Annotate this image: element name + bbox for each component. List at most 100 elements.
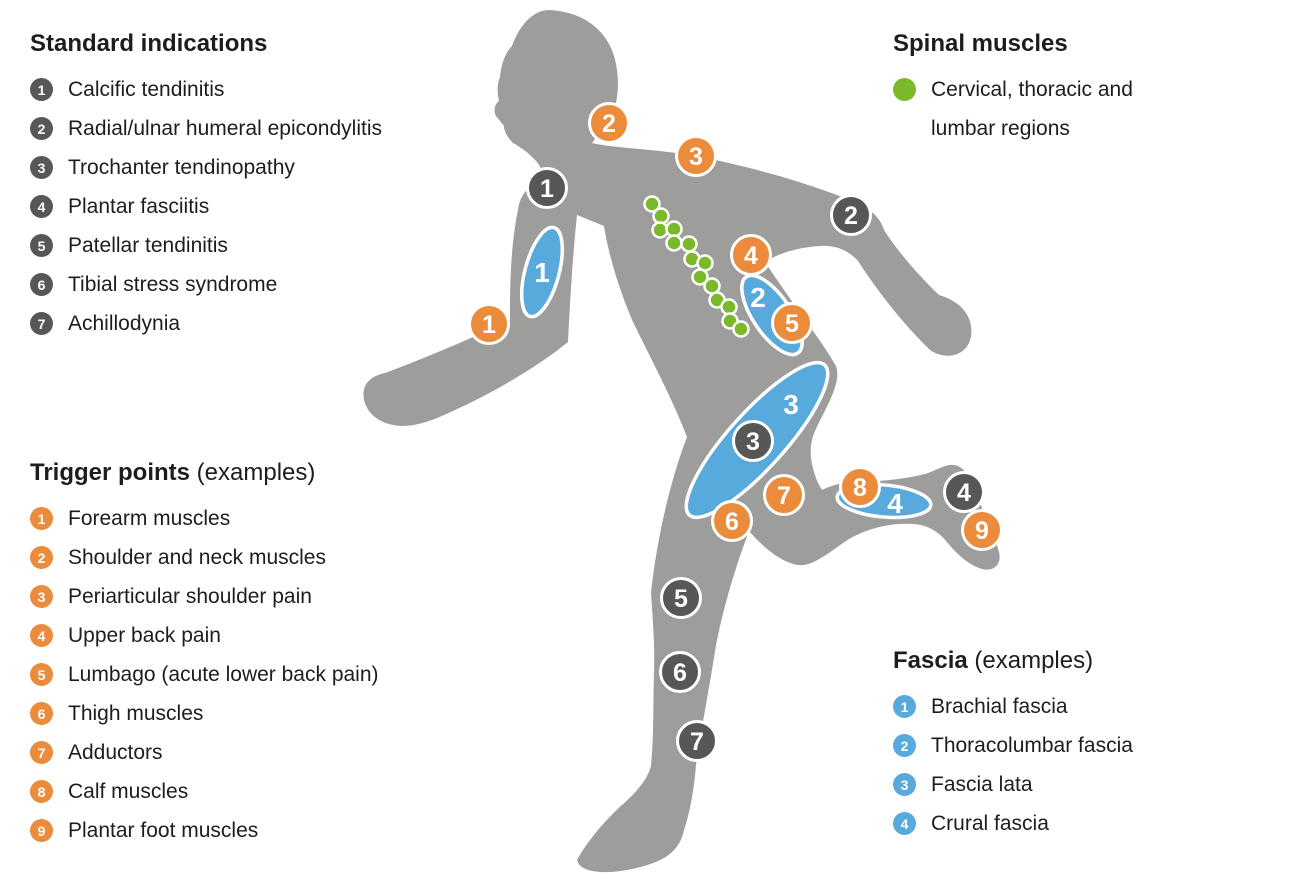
legend-item-label: Patellar tendinitis xyxy=(68,233,228,257)
indication-marker-label-3: 3 xyxy=(746,428,760,456)
legend-item-number: 5 xyxy=(30,234,53,257)
trigger-marker-5 xyxy=(771,302,813,344)
legend-heading-spinal-muscles: Spinal muscles xyxy=(893,30,1133,58)
legend-item-label: Adductors xyxy=(68,740,163,764)
indication-marker-label-4: 4 xyxy=(957,479,971,507)
legend-item-number: 1 xyxy=(30,507,53,530)
trigger-marker-4 xyxy=(730,234,772,276)
legend-item: 4 Crural fascia xyxy=(893,804,1133,843)
legend-item-number: 3 xyxy=(893,773,916,796)
trigger-marker-label-3: 3 xyxy=(689,143,703,171)
legend-item-label: Brachial fascia xyxy=(931,694,1068,718)
legend-item: 5 Lumbago (acute lower back pain) xyxy=(30,655,379,694)
legend-item-label: Achillodynia xyxy=(68,311,181,335)
heading-bold-text: Fascia xyxy=(893,647,968,674)
fascia-ellipse-label-3: 3 xyxy=(783,389,799,420)
legend-item-label: Thoracolumbar fascia xyxy=(931,733,1133,757)
legend-item-label: Shoulder and neck muscles xyxy=(68,545,326,569)
legend-item-number: 1 xyxy=(893,695,916,718)
trigger-marker-1 xyxy=(468,303,510,345)
indication-marker-1 xyxy=(526,167,568,209)
indication-marker-3 xyxy=(732,420,774,462)
spinal-dot xyxy=(665,234,683,252)
indication-marker-4 xyxy=(943,471,985,513)
legend-item-label: Lumbago (acute lower back pain) xyxy=(68,662,379,686)
indication-marker-label-6: 6 xyxy=(673,659,687,687)
legend-item-label: Periarticular shoulder pain xyxy=(68,584,312,608)
trigger-marker-label-8: 8 xyxy=(853,474,867,502)
legend-item-label: Calf muscles xyxy=(68,779,189,803)
legend-item-number: 2 xyxy=(893,734,916,757)
spinal-dot-bullet xyxy=(893,78,916,101)
legend-item: 4 Plantar fasciitis xyxy=(30,187,382,226)
legend-item: 1 Brachial fascia xyxy=(893,687,1133,726)
legend-item-number: 5 xyxy=(30,663,53,686)
legend-item-number: 4 xyxy=(30,195,53,218)
legend-item-number: 7 xyxy=(30,741,53,764)
trigger-marker-3 xyxy=(675,135,717,177)
trigger-marker-label-7: 7 xyxy=(777,482,791,510)
trigger-marker-label-1: 1 xyxy=(482,311,496,339)
legend-item-number: 3 xyxy=(30,156,53,179)
legend-heading-fascia: Fascia (examples) xyxy=(893,647,1133,675)
legend-item-number: 9 xyxy=(30,819,53,842)
legend-item-label: Fascia lata xyxy=(931,772,1033,796)
trigger-marker-label-2: 2 xyxy=(602,110,616,138)
spinal-dot xyxy=(703,277,721,295)
legend-item: 2 Thoracolumbar fascia xyxy=(893,726,1133,765)
trigger-marker-6 xyxy=(711,500,753,542)
trigger-marker-7 xyxy=(763,474,805,516)
trigger-marker-2 xyxy=(588,102,630,144)
trigger-marker-label-6: 6 xyxy=(725,508,739,536)
heading-bold-text: Trigger points xyxy=(30,459,191,486)
legend-item: 5 Patellar tendinitis xyxy=(30,226,382,265)
legend-item-number: 8 xyxy=(30,780,53,803)
indication-marker-2 xyxy=(830,194,872,236)
indication-marker-label-1: 1 xyxy=(540,175,554,203)
spinal-muscles-item: Cervical, thoracic and lumbar regions xyxy=(893,70,1133,148)
legend-item-number: 7 xyxy=(30,312,53,335)
spinal-dot xyxy=(680,235,698,253)
spinal-dot xyxy=(720,298,738,316)
heading-bold-text: Standard indications xyxy=(30,30,268,57)
legend-item-number: 1 xyxy=(30,78,53,101)
spinal-dot xyxy=(732,320,750,338)
indication-marker-6 xyxy=(659,651,701,693)
fascia-ellipse-label-2: 2 xyxy=(750,282,766,313)
legend-item-number: 4 xyxy=(893,812,916,835)
legend-spinal-muscles: Spinal muscles Cervical, thoracic and lu… xyxy=(893,30,1133,148)
indication-marker-7 xyxy=(676,720,718,762)
spinal-dot xyxy=(696,254,714,272)
legend-item: 7 Adductors xyxy=(30,733,379,772)
heading-rest-text: (examples) xyxy=(190,459,316,486)
legend-item-label: Plantar foot muscles xyxy=(68,818,259,842)
spinal-label-line-1: Cervical, thoracic and xyxy=(931,78,1133,101)
indication-marker-label-5: 5 xyxy=(674,585,688,613)
spinal-muscles-label: Cervical, thoracic and lumbar regions xyxy=(931,70,1133,148)
legend-item-label: Plantar fasciitis xyxy=(68,194,210,218)
legend-item-label: Calcific tendinitis xyxy=(68,77,225,101)
legend-item-label: Crural fascia xyxy=(931,811,1049,835)
legend-item: 7 Achillodynia xyxy=(30,304,382,343)
fascia-list: 1 Brachial fascia 2 Thoracolumbar fascia 3 Fa… xyxy=(893,687,1133,843)
legend-item: 8 Calf muscles xyxy=(30,772,379,811)
legend-item-number: 2 xyxy=(30,117,53,140)
standard-indications-list: 1 Calcific tendinitis 2 Radial/ulnar humera… xyxy=(30,70,382,343)
trigger-marker-label-4: 4 xyxy=(744,242,758,270)
spinal-dot xyxy=(652,207,670,225)
indication-marker-label-2: 2 xyxy=(844,202,858,230)
legend-item-label: Radial/ulnar humeral epicondylitis xyxy=(68,116,382,140)
legend-item-number: 4 xyxy=(30,624,53,647)
fascia-ellipse-label-4: 4 xyxy=(887,488,903,519)
legend-item: 1 Calcific tendinitis xyxy=(30,70,382,109)
